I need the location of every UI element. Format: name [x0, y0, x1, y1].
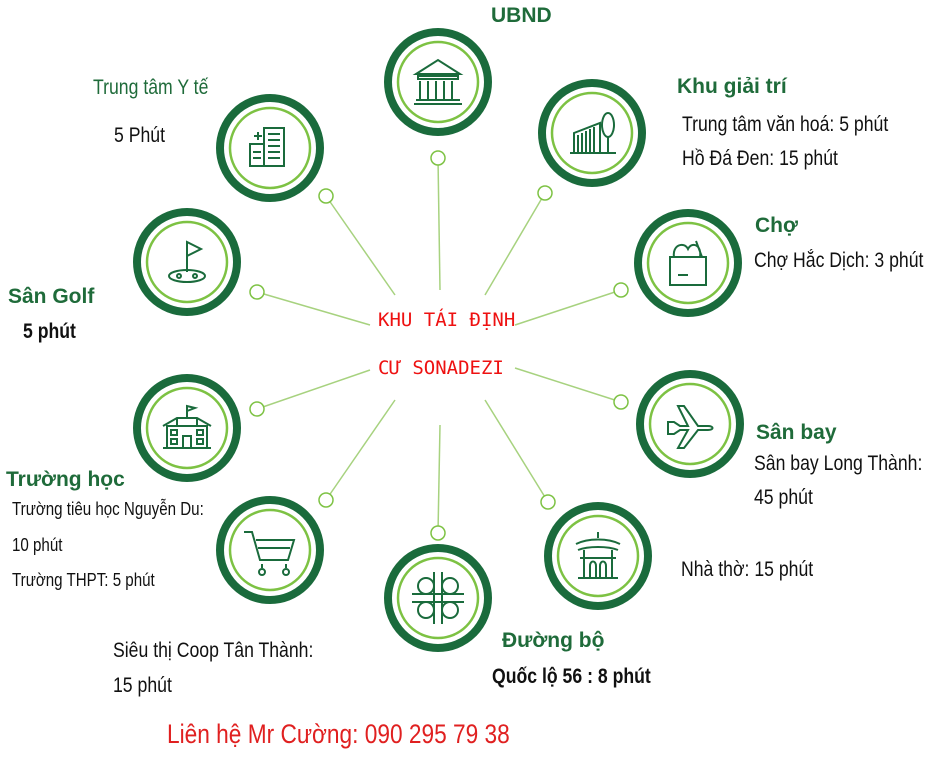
health-connector-dot	[318, 188, 334, 204]
airport-detail-1: Sân bay Long Thành:	[754, 452, 923, 475]
government-building-icon	[412, 58, 464, 105]
school-detail-2: 10 phút	[12, 535, 63, 555]
health-node	[216, 94, 324, 202]
hospital-icon	[249, 127, 285, 167]
school-icon	[162, 404, 212, 449]
school-node	[133, 374, 241, 482]
golf-flag-icon	[168, 240, 206, 283]
ubnd-connector-dot	[430, 150, 446, 166]
supermarket-connector-line	[325, 399, 396, 501]
entertainment-connector-dot	[537, 185, 553, 201]
church-connector-dot	[540, 494, 556, 510]
health-connector-line	[325, 195, 396, 296]
shopping-cart-icon	[244, 531, 296, 576]
church-node	[544, 502, 652, 610]
ubnd-title: UBND	[491, 4, 552, 27]
airport-node	[636, 370, 744, 478]
airplane-icon	[667, 405, 714, 449]
road-connector-line	[437, 424, 441, 534]
pagoda-icon	[575, 532, 621, 579]
school-detail-3: Trường THPT: 5 phút	[12, 570, 155, 590]
school-title: Trường học	[6, 468, 125, 491]
airport-connector-dot	[613, 394, 629, 410]
center-title-line1: KHU TÁI ĐỊNH	[378, 309, 516, 331]
road-node	[384, 544, 492, 652]
ubnd-connector-line	[437, 157, 441, 291]
supermarket-detail-1: Siêu thị Coop Tân Thành:	[113, 639, 314, 662]
school-connector-dot	[249, 401, 265, 417]
entertainment-node	[538, 79, 646, 187]
health-title: Trung tâm Y tế	[93, 76, 209, 99]
church-connector-line	[484, 399, 549, 503]
grocery-bag-icon	[669, 240, 707, 286]
church-detail: Nhà thờ: 15 phút	[681, 558, 814, 581]
supermarket-connector-dot	[318, 492, 334, 508]
road-connector-dot	[430, 525, 446, 541]
road-interchange-icon	[412, 572, 464, 624]
park-icon	[570, 112, 616, 154]
market-title: Chợ	[755, 214, 798, 237]
school-connector-line	[256, 369, 371, 410]
supermarket-detail-2: 15 phút	[113, 674, 172, 697]
airport-detail-2: 45 phút	[754, 486, 813, 509]
market-detail: Chợ Hắc Dịch: 3 phút	[754, 249, 924, 272]
road-detail: Quốc lộ 56 : 8 phút	[492, 665, 651, 688]
golf-node	[133, 208, 241, 316]
entertainment-detail-1: Trung tâm văn hoá: 5 phút	[682, 113, 889, 136]
contact-info: Liên hệ Mr Cường: 090 295 79 38	[167, 719, 510, 749]
supermarket-node	[216, 496, 324, 604]
school-detail-1: Trường tiêu học Nguyễn Du:	[12, 499, 204, 519]
golf-detail: 5 phút	[23, 320, 76, 343]
entertainment-title: Khu giải trí	[677, 75, 787, 98]
market-node	[634, 209, 742, 317]
health-detail: 5 Phút	[114, 124, 166, 147]
entertainment-connector-line	[484, 192, 546, 296]
ubnd-node	[384, 28, 492, 136]
airport-title: Sân bay	[756, 421, 837, 444]
golf-connector-line	[256, 291, 371, 326]
golf-title: Sân Golf	[8, 285, 95, 308]
market-connector-dot	[613, 282, 629, 298]
golf-connector-dot	[249, 284, 265, 300]
road-title: Đường bộ	[502, 629, 605, 652]
airport-connector-line	[514, 367, 622, 403]
entertainment-detail-2: Hồ Đá Đen: 15 phút	[682, 147, 838, 170]
market-connector-line	[514, 289, 622, 326]
center-title-line2: CƯ SONADEZI	[378, 357, 504, 379]
